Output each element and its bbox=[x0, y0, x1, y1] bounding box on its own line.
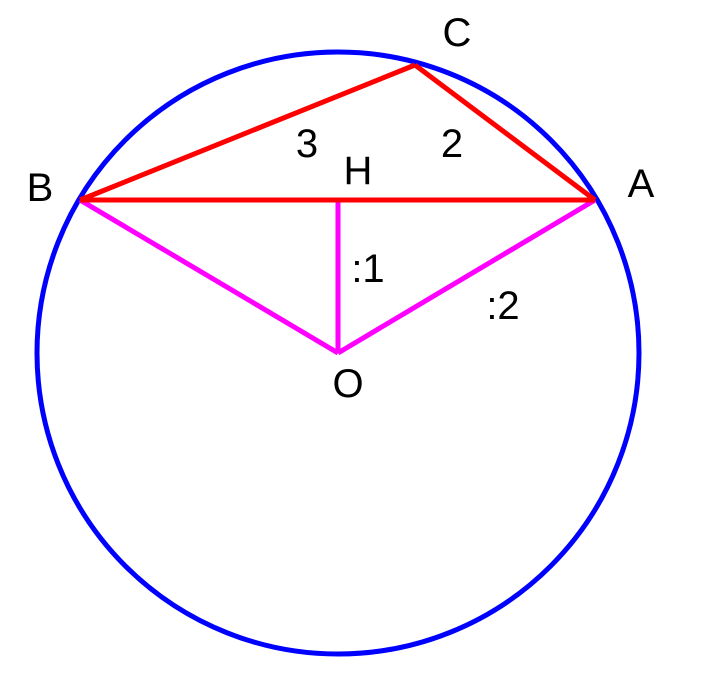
label-point-C: C bbox=[443, 11, 472, 55]
label-point-H: H bbox=[344, 149, 373, 193]
segment-OB bbox=[78, 197, 340, 356]
segment-OA bbox=[336, 197, 597, 356]
label-length-CA: 2 bbox=[441, 122, 463, 166]
label-ratio-OH: :1 bbox=[351, 247, 384, 291]
label-point-B: B bbox=[27, 166, 54, 210]
label-ratio-OA: :2 bbox=[486, 284, 519, 328]
segment-CA bbox=[413, 63, 597, 202]
circumcircle bbox=[34, 49, 642, 657]
label-length-BC: 3 bbox=[296, 122, 318, 166]
segment-BC bbox=[79, 62, 416, 203]
label-point-A: A bbox=[628, 162, 655, 206]
label-point-O: O bbox=[332, 362, 363, 406]
